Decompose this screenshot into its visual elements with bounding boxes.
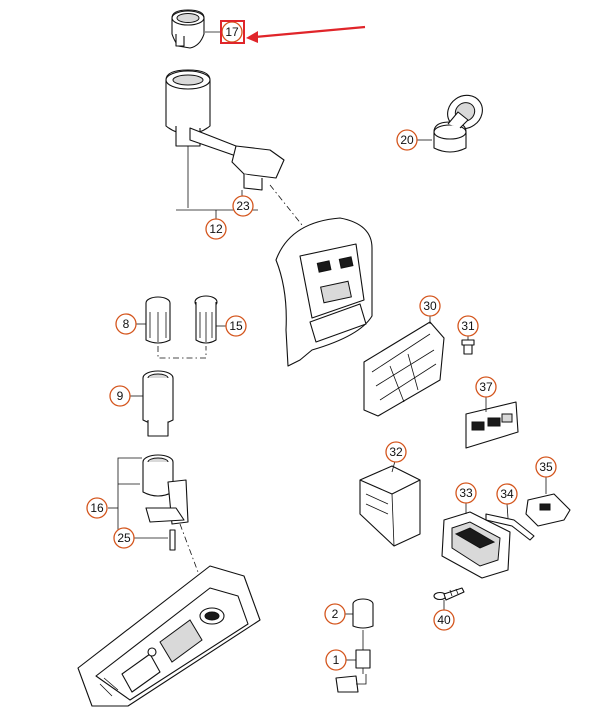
svg-text:34: 34	[500, 487, 514, 501]
svg-text:20: 20	[400, 133, 414, 147]
svg-text:30: 30	[423, 299, 437, 313]
part-40-screw[interactable]	[433, 587, 465, 610]
callout-31[interactable]: 31	[457, 315, 479, 337]
part-12-socket-harness[interactable]	[165, 69, 285, 220]
svg-text:9: 9	[117, 389, 124, 403]
callout-35[interactable]: 35	[535, 456, 557, 478]
part-32-module[interactable]	[359, 460, 421, 547]
part-37-switch-bezel[interactable]	[465, 396, 519, 449]
part-31-screw[interactable]	[461, 335, 475, 355]
callout-25[interactable]: 25	[113, 527, 135, 549]
svg-text:16: 16	[90, 501, 104, 515]
part-16-socket-bracket[interactable]	[108, 454, 189, 544]
part-17-cap[interactable]	[171, 9, 222, 49]
callout-17[interactable]: 17	[220, 20, 245, 44]
callout-8[interactable]: 8	[115, 313, 137, 335]
part-35-connector[interactable]	[525, 477, 571, 527]
svg-text:25: 25	[117, 531, 131, 545]
part-2-socket[interactable]	[344, 598, 374, 629]
assembly-line-12	[269, 184, 331, 261]
svg-text:40: 40	[437, 613, 451, 627]
callout-30[interactable]: 30	[419, 295, 441, 317]
part-33-frame[interactable]	[441, 503, 511, 579]
callout-12[interactable]: 12	[205, 218, 227, 240]
svg-text:32: 32	[389, 445, 403, 459]
callout-23[interactable]: 23	[232, 195, 254, 217]
part-9-socket[interactable]	[130, 370, 174, 437]
callout-32[interactable]: 32	[385, 441, 407, 463]
assembly-line-8-15	[157, 346, 207, 359]
callout-33[interactable]: 33	[455, 482, 477, 504]
callout-40[interactable]: 40	[433, 609, 455, 631]
callout-9[interactable]: 9	[109, 385, 131, 407]
part-25-pin[interactable]	[134, 529, 176, 551]
svg-text:1: 1	[333, 653, 340, 667]
part-30-bracket[interactable]	[363, 316, 445, 417]
callout-37[interactable]: 37	[475, 376, 497, 398]
svg-text:23: 23	[236, 199, 250, 213]
callout-15[interactable]: 15	[225, 315, 247, 337]
part-1-connector[interactable]	[335, 630, 371, 693]
svg-text:8: 8	[123, 317, 130, 331]
part-8-plug[interactable]	[136, 296, 171, 344]
part-20-hinged-cap[interactable]	[417, 89, 489, 153]
callout-34[interactable]: 34	[496, 483, 518, 505]
console-housing[interactable]	[275, 217, 373, 367]
svg-text:12: 12	[209, 222, 223, 236]
callout-1[interactable]: 1	[325, 649, 347, 671]
part-34-clip[interactable]	[485, 503, 535, 541]
red-arrow	[246, 25, 366, 43]
callout-2[interactable]: 2	[324, 603, 346, 625]
svg-text:17: 17	[225, 25, 239, 39]
svg-text:35: 35	[539, 460, 553, 474]
svg-text:33: 33	[459, 486, 473, 500]
callout-20[interactable]: 20	[396, 129, 418, 151]
lower-console-tray[interactable]	[77, 565, 261, 707]
callout-16[interactable]: 16	[86, 497, 108, 519]
svg-text:15: 15	[229, 319, 243, 333]
svg-text:37: 37	[479, 380, 493, 394]
highlight-box	[220, 20, 245, 44]
svg-text:2: 2	[332, 607, 339, 621]
svg-text:31: 31	[461, 319, 475, 333]
part-15-plug[interactable]	[194, 295, 226, 344]
